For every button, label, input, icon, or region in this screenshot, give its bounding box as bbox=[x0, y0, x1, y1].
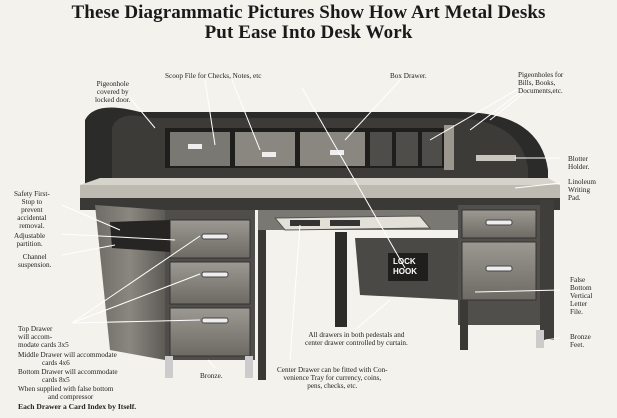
center-section: LOCK HOOK bbox=[258, 210, 460, 380]
diagram-title-line2: Put Ease Into Desk Work bbox=[204, 22, 413, 43]
writing-surface bbox=[80, 178, 560, 210]
label-top-drawer: Top Drawer will accom- modate cards 3x5 bbox=[18, 325, 69, 349]
label-box-drawer: Box Drawer. bbox=[390, 72, 427, 80]
label-pigeonhole-door: Pigeonhole covered by locked door. bbox=[95, 80, 131, 104]
label-bronze-feet: Bronze Feet. bbox=[570, 333, 591, 349]
label-blotter-holder: Blotter Holder. bbox=[568, 155, 590, 171]
label-false-bottom: False Bottom Vertical Letter File. bbox=[570, 276, 593, 316]
left-pedestal bbox=[95, 205, 255, 378]
leader-lines bbox=[61, 77, 561, 369]
label-safety-first: Safety First- Stop to prevent accidental… bbox=[14, 190, 50, 230]
label-center-drawer: Center Drawer can be fitted with Con- ve… bbox=[277, 366, 388, 390]
right-pedestal bbox=[458, 200, 554, 350]
label-bronze: Bronze. bbox=[200, 372, 223, 380]
label-scoop-file: Scoop File for Checks, Notes, etc bbox=[165, 72, 262, 80]
roll-top-cabinet bbox=[85, 107, 548, 185]
lock-hook-label: HOOK bbox=[393, 267, 417, 276]
lock-hook-label: LOCK bbox=[393, 257, 416, 266]
diagram-title-line1: These Diagrammatic Pictures Show How Art… bbox=[71, 2, 546, 23]
label-curtain-note: All drawers in both pedestals and center… bbox=[305, 331, 408, 347]
label-pigeonholes-bills: Pigeonholes for Bills, Books, Documents,… bbox=[518, 71, 564, 95]
label-adjustable-partition: Adjustable partition. bbox=[14, 232, 46, 248]
label-card-index: Each Drawer a Card Index by Itself. bbox=[18, 402, 137, 411]
label-bottom-drawer: Bottom Drawer will accommodate cards 8x5 bbox=[18, 368, 118, 384]
label-linoleum-pad: Linoleum Writing Pad. bbox=[568, 178, 596, 202]
label-channel-suspension: Channel suspension. bbox=[18, 253, 52, 269]
label-middle-drawer: Middle Drawer will accommodate cards 4x6 bbox=[18, 351, 117, 367]
label-false-bottom-note: When supplied with false bottom and comp… bbox=[18, 385, 114, 401]
